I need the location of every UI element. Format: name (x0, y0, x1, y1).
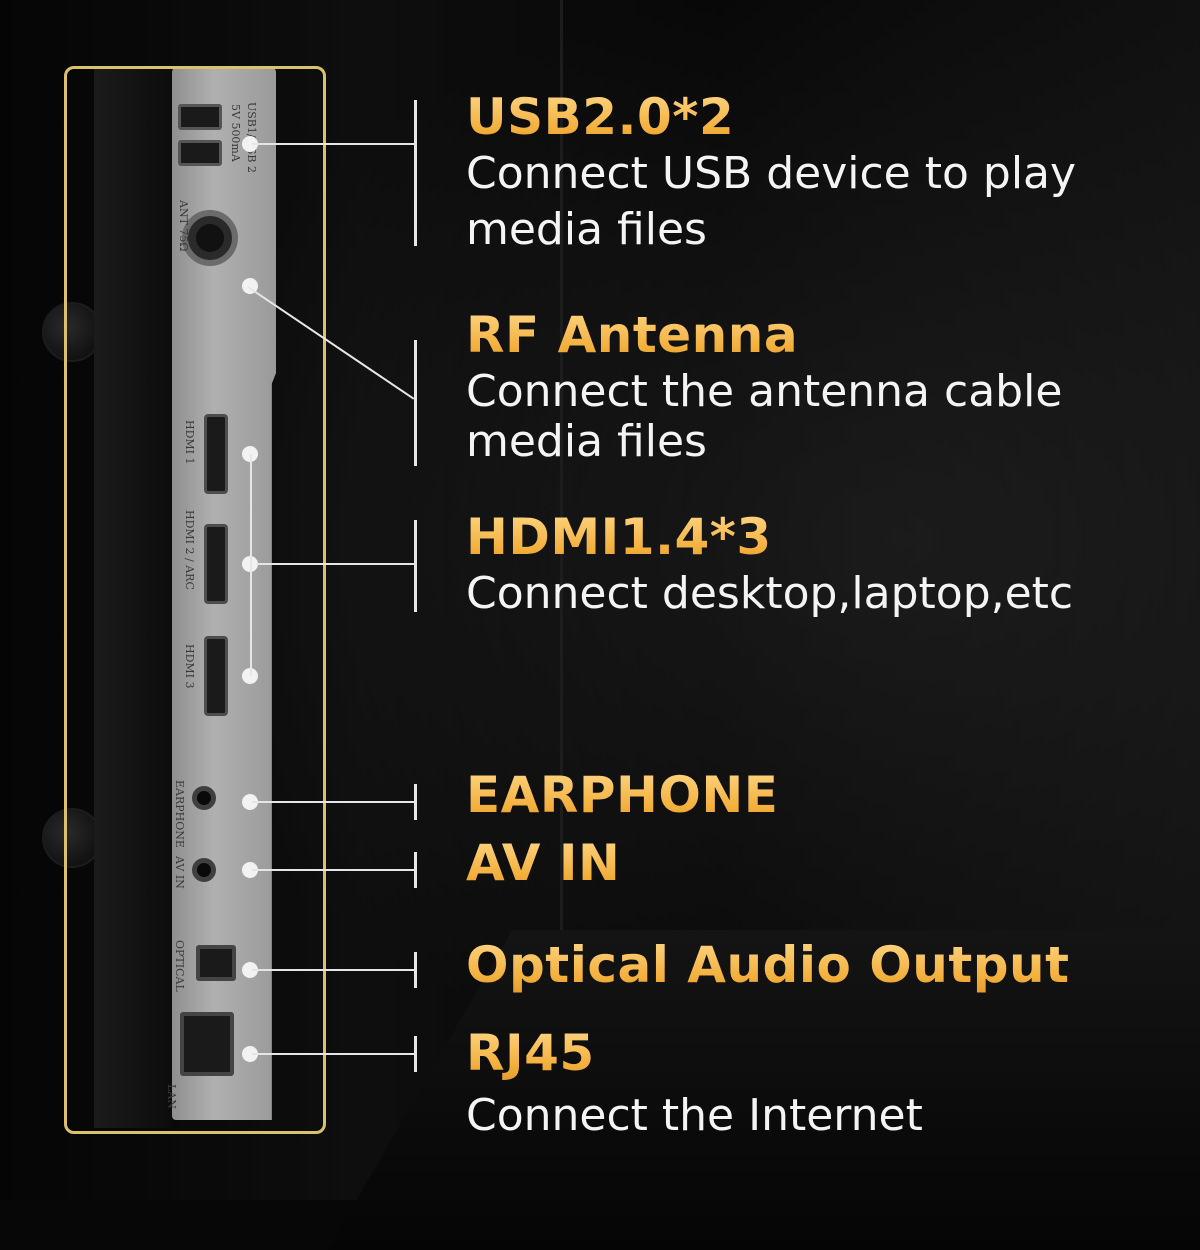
callout-bracket (414, 520, 417, 612)
callout-desc-hdmi: Connect desktop,laptop,etc (466, 568, 1074, 619)
leader-line (252, 869, 414, 871)
callout-bracket (414, 784, 417, 820)
callout-bracket (414, 340, 417, 466)
callout-bracket (414, 100, 417, 246)
callout-bracket (414, 952, 417, 988)
callout-title-earphone: EARPHONE (466, 766, 779, 824)
callout-dot (242, 794, 258, 810)
hdmi-port-icon (204, 524, 228, 604)
callout-title-rj45: RJ45 (466, 1024, 595, 1082)
wall-mount-knob (42, 808, 102, 868)
callout-title-hdmi: HDMI1.4*3 (466, 508, 772, 566)
callout-dot (242, 668, 258, 684)
callout-bracket (414, 852, 417, 888)
callout-desc-rf-line1: Connect the antenna cable (466, 366, 1063, 417)
av-in-jack-icon (192, 858, 216, 882)
callout-bracket (414, 1036, 417, 1072)
hdmi-port-icon (204, 414, 228, 494)
callout-dot (242, 1046, 258, 1062)
callout-desc-rf-line2: media files (466, 416, 707, 467)
wall-mount-knob (42, 302, 102, 362)
leader-line (256, 563, 414, 565)
optical-port-icon (196, 945, 236, 981)
callout-title-rf: RF Antenna (466, 306, 799, 364)
port-highlight-frame (64, 66, 326, 1134)
callout-title-optical: Optical Audio Output (466, 936, 1070, 994)
hdmi-port-icon (204, 636, 228, 716)
leader-line (252, 1053, 414, 1055)
callout-desc-usb-line1: Connect USB device to play (466, 148, 1077, 199)
leader-line (252, 801, 414, 803)
rf-antenna-port-center (196, 224, 224, 252)
rj45-port-icon (180, 1012, 234, 1076)
callout-title-usb: USB2.0*2 (466, 88, 735, 146)
callout-desc-rj45: Connect the Internet (466, 1090, 923, 1141)
callout-title-av-in: AV IN (466, 834, 621, 892)
callout-dot (242, 136, 258, 152)
tv-side-bezel (94, 68, 172, 1128)
callout-dot (242, 862, 258, 878)
callout-desc-usb-line2: media files (466, 204, 707, 255)
hdmi-group-line (250, 454, 252, 676)
usb-port-icon (178, 140, 222, 166)
leader-line (252, 969, 414, 971)
leader-line (252, 143, 414, 145)
earphone-jack-icon (192, 786, 216, 810)
usb-port-icon (178, 104, 222, 130)
callout-dot (242, 962, 258, 978)
